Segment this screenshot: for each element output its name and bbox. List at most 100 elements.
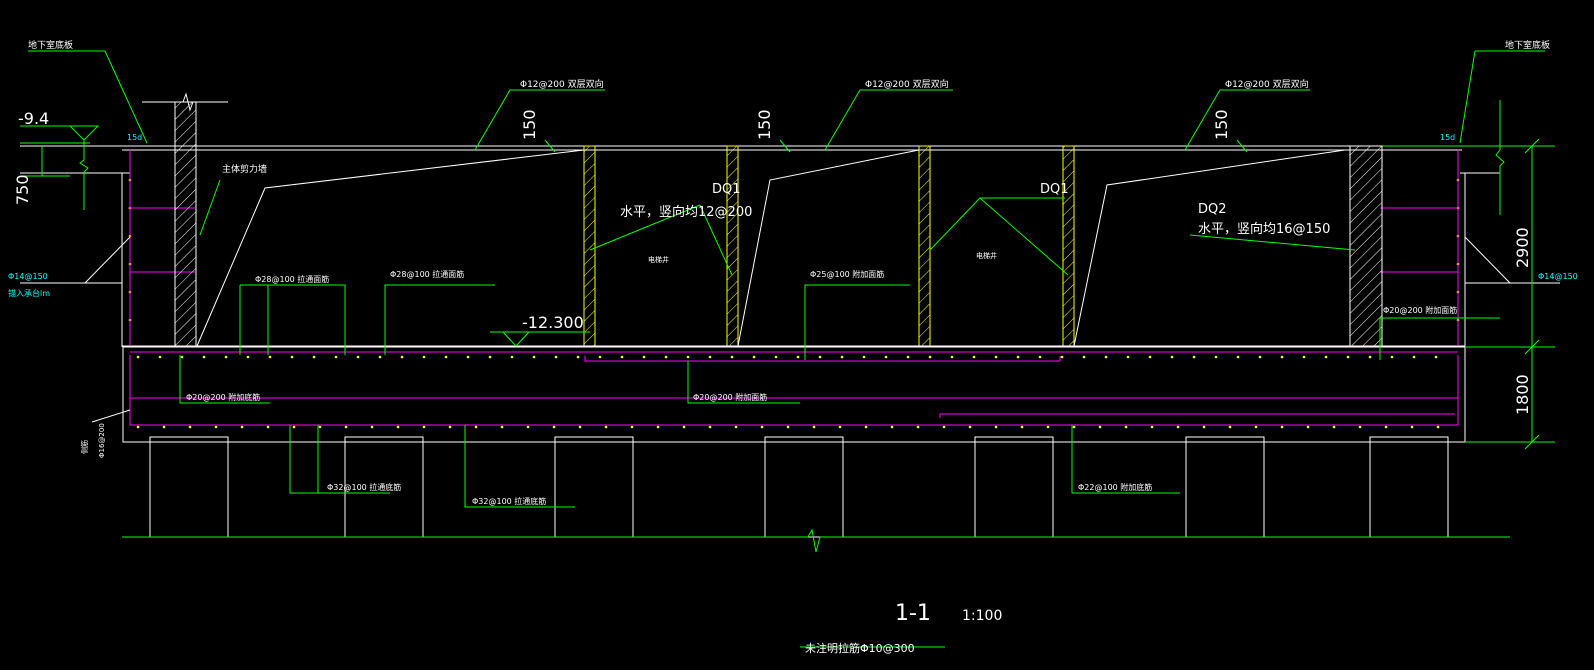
rebar-dot (950, 355, 954, 359)
rebar-dot (400, 355, 404, 359)
rebar-dot (1046, 425, 1050, 429)
rebar-dot (642, 355, 646, 359)
rebar-dot (1368, 355, 1372, 359)
leader-lines (28, 50, 1545, 648)
drawing-note: 未注明拉筋Φ10@300 (805, 641, 915, 655)
slab-bottom-rebar (129, 355, 1459, 426)
rebar-dot (812, 425, 816, 429)
dq1-b-label: DQ1 (1040, 182, 1069, 197)
rebar-dot (1254, 425, 1258, 429)
rebar-dot (1072, 425, 1076, 429)
rebar-dot (656, 425, 660, 429)
rebar-dot (240, 425, 244, 429)
rebar-dot (994, 355, 998, 359)
pit-wall (1062, 145, 1075, 347)
rebar-dot (862, 355, 866, 359)
rebar-dot (202, 355, 206, 359)
dq2-wall (1349, 145, 1383, 347)
basement-slab-label-right: 地下室底板 (1505, 39, 1550, 51)
rebar-top-1-label: Φ12@200 双层双向 (520, 78, 604, 90)
rebar-dot (158, 355, 162, 359)
pile (149, 436, 229, 538)
rebar-20-left-label: Φ20@200 附加底筋 (186, 392, 260, 402)
rebar-dot (968, 425, 972, 429)
rebar-dot (448, 425, 452, 429)
leader-lines-white (84, 236, 1511, 423)
dimension-right-break (1495, 100, 1505, 215)
rebar-dot (1126, 355, 1130, 359)
rebar-dot (266, 425, 270, 429)
rebar-28b-label: Φ28@100 拉通面筋 (390, 269, 464, 279)
rebar-dot (474, 425, 478, 429)
rebar-dot (1302, 355, 1306, 359)
haunch-3 (1073, 149, 1346, 347)
rebar-dot (344, 425, 348, 429)
rebar-dot (246, 355, 250, 359)
haunch-2 (737, 149, 920, 347)
rebar-dot (1124, 425, 1128, 429)
rebar-dot (552, 425, 556, 429)
dims-150 (544, 139, 1248, 153)
raft-slab (122, 346, 1466, 443)
rebar-dot (576, 355, 580, 359)
rebar-dot (1358, 425, 1362, 429)
slab-additional-rebar-right (939, 413, 1455, 418)
rebar-dot (554, 355, 558, 359)
rebar-dot (760, 425, 764, 429)
rebar-dot (630, 425, 634, 429)
rebar-dot (686, 355, 690, 359)
pile (764, 436, 844, 538)
dim-150-b: 150 (755, 109, 774, 140)
rebar-20-right-label: Φ20@200 附加面筋 (1383, 305, 1457, 315)
lap-right-label: 15d (1440, 133, 1455, 142)
rebar-dot (1104, 355, 1108, 359)
rebar-dot (682, 425, 686, 429)
elevation-pit: -12.300 (522, 313, 584, 332)
dim-150-c: 150 (1212, 109, 1231, 140)
rebar-dot (162, 425, 166, 429)
rebar-dot (488, 355, 492, 359)
rebar-dot (422, 355, 426, 359)
lap-left-label: 15d (127, 133, 142, 142)
rebar-dot (1192, 355, 1196, 359)
rebar-dot (136, 425, 140, 429)
dq2-spec-label: 水平，竖向均16@150 (1198, 221, 1330, 237)
rebar-dot (1176, 425, 1180, 429)
pit-wall (726, 145, 739, 347)
rebar-dot (1412, 355, 1416, 359)
rebar-25-label: Φ25@100 附加面筋 (810, 269, 884, 279)
dq1-a-spec-label: 水平，竖向均12@200 (620, 204, 752, 220)
side-rebar-label: 侧筋 (80, 440, 89, 454)
text-labels: 地下室底板 地下室底板 主体剪力墙 Φ12@200 双层双向 Φ12@200 双… (8, 39, 1578, 655)
rebar-dot (1332, 425, 1336, 429)
rebar-dot (708, 355, 712, 359)
rebar-dot (510, 355, 514, 359)
rebar-dot (1020, 425, 1024, 429)
dimension-left (20, 125, 100, 210)
rebar-dot (292, 425, 296, 429)
rebar-dot (664, 355, 668, 359)
rebar-dot (370, 425, 374, 429)
rebar-dot (598, 355, 602, 359)
ground-line (122, 528, 1510, 553)
rebar-dot (906, 355, 910, 359)
rebar-dot (752, 355, 756, 359)
rebar-dot (942, 425, 946, 429)
rebar-dot (1346, 355, 1350, 359)
rebar-dot (994, 425, 998, 429)
rebar-dot (188, 425, 192, 429)
elevation-top-left: -9.4 (18, 109, 49, 128)
rebar-28a-label: Φ28@100 拉通面筋 (255, 274, 329, 284)
side-rebar-spec-label: Φ16@200 (98, 423, 106, 458)
rebar-dot (466, 355, 470, 359)
rebar-dot (1016, 355, 1020, 359)
rebar-dot (290, 355, 294, 359)
rebar-dot (1306, 425, 1310, 429)
dim-150-a: 150 (520, 109, 539, 140)
rebar-dot (224, 355, 228, 359)
rebar-dot (708, 425, 712, 429)
rebar-dot (180, 355, 184, 359)
rebar-dot (1384, 425, 1388, 429)
rebar-dot (1202, 425, 1206, 429)
